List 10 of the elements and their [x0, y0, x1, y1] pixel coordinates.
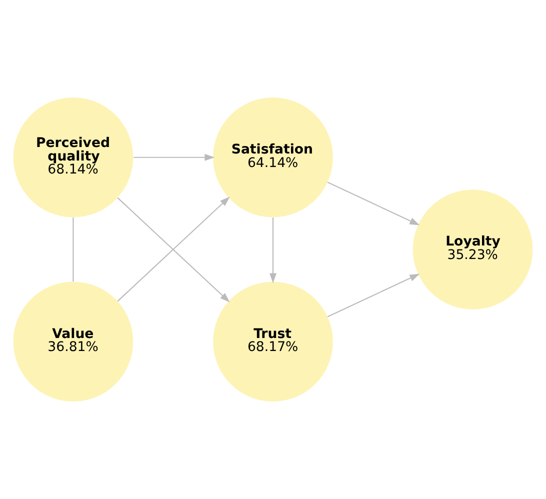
connector — [72, 218, 74, 282]
arrow — [327, 274, 420, 318]
node-circle: Satisfation 64.14% — [213, 97, 333, 218]
arrow — [327, 182, 420, 226]
node-circle: Trust 68.17% — [213, 282, 333, 402]
node-circle: Value 36.81% — [13, 282, 134, 402]
arrow — [134, 154, 215, 161]
node-circle: Perceived quality 68.14% — [13, 97, 134, 218]
node-circle: Loyalty 35.23% — [412, 190, 533, 310]
arrow — [270, 218, 276, 284]
